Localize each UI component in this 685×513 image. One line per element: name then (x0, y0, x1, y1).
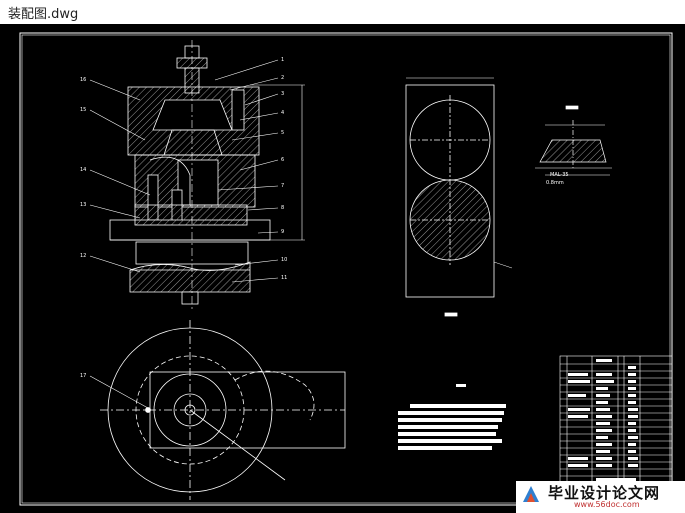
drawing-svg: 1 2 3 4 5 6 7 8 9 10 11 12 13 14 15 16 1… (19, 32, 673, 506)
callout-1: 1 (281, 57, 284, 63)
title-bar: 装配图.dwg (0, 0, 685, 25)
watermark-logo-icon (523, 486, 539, 502)
callout-9: 9 (281, 229, 284, 235)
callout-13: 13 (80, 202, 86, 208)
drawing-frame (19, 32, 673, 506)
callout-7: 7 (281, 183, 284, 189)
detail-label: MAL-35 (550, 172, 569, 178)
callout-12: 12 (80, 253, 86, 259)
callout-14: 14 (80, 167, 86, 173)
callout-4: 4 (281, 110, 284, 116)
section-view (109, 40, 305, 310)
callout-5: 5 (281, 130, 284, 136)
parts-table-text (568, 359, 638, 492)
plan-view (100, 320, 346, 500)
watermark-url: www.56doc.com (574, 500, 640, 509)
detail-view (535, 105, 612, 176)
technical-notes (398, 384, 506, 450)
cad-canvas[interactable]: 1 2 3 4 5 6 7 8 9 10 11 12 13 14 15 16 1… (0, 24, 685, 513)
callout-16: 16 (80, 77, 86, 83)
callout-10: 10 (281, 257, 287, 263)
callout-11: 11 (281, 275, 287, 281)
callout-2: 2 (281, 75, 284, 81)
window-title: 装配图.dwg (8, 7, 79, 22)
callout-15: 15 (80, 107, 86, 113)
callout-8: 8 (281, 205, 284, 211)
leader-lines (89, 59, 279, 409)
callout-labels: 1 2 3 4 5 6 7 8 9 10 11 12 13 14 15 16 1… (80, 57, 287, 379)
callout-3: 3 (281, 91, 284, 97)
parts-table (559, 355, 673, 506)
detail-sub: 0.8mm (546, 180, 564, 186)
watermark-text: 毕业设计论文网 (548, 484, 661, 502)
callout-17: 17 (80, 373, 86, 379)
side-view (405, 77, 513, 317)
callout-6: 6 (281, 157, 284, 163)
watermark: 毕业设计论文网 www.56doc.com (516, 481, 685, 513)
